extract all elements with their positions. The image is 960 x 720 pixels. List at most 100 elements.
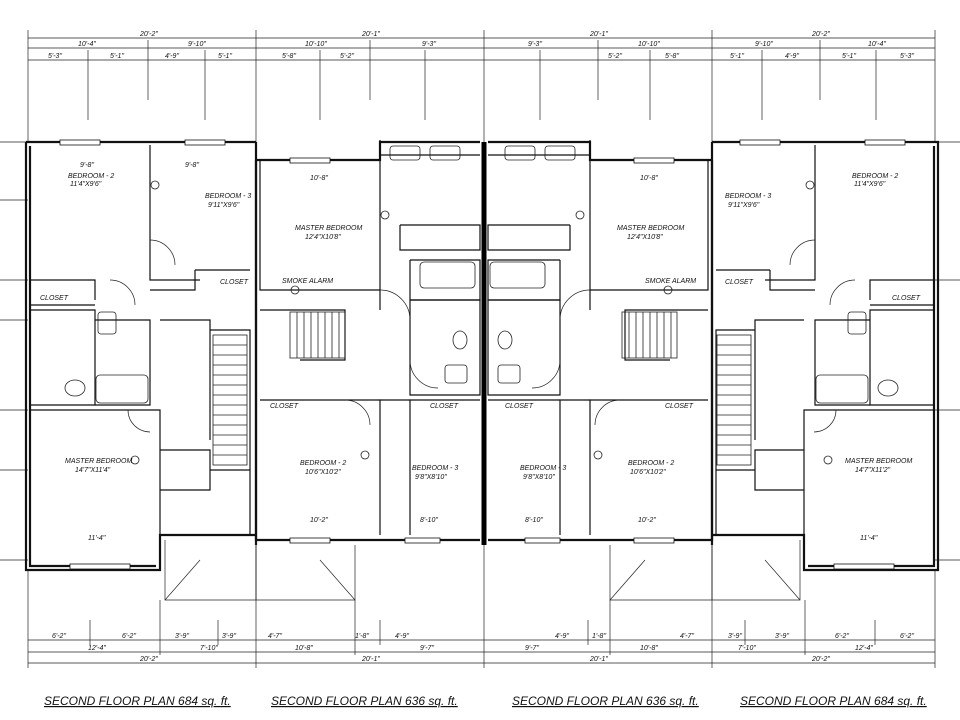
caption-plan-2: SECOND FLOOR PLAN 636 sq. ft. xyxy=(271,694,458,708)
toilet-unit4 xyxy=(847,311,867,335)
dim-bot-row2-10: 4'-7" xyxy=(680,633,694,640)
closet-label-6: CLOSET xyxy=(430,403,459,410)
stair-unit2 xyxy=(289,311,346,359)
stairs xyxy=(212,311,752,466)
room-master-unit4-name: MASTER BEDROOM xyxy=(845,458,912,465)
dim-top-second-2: 9'-10" xyxy=(188,41,206,48)
dim-top-overall-4: 20'-2" xyxy=(811,31,830,38)
dim-top-third-5: 5'-8" xyxy=(282,53,296,60)
dim-bot-row1-1: 12'-4" xyxy=(88,645,106,652)
dim-bot-row2-9: 1'-8" xyxy=(592,633,606,640)
room-bed3-unit4-size: 9'11"X9'6" xyxy=(728,202,760,209)
windows xyxy=(59,139,906,570)
bottom-dimension-lines xyxy=(27,545,936,668)
bathtub-unit4 xyxy=(815,374,869,404)
sink-unit1 xyxy=(64,379,86,397)
room-master-unit3-name: MASTER BEDROOM xyxy=(617,225,684,232)
exterior-walls xyxy=(24,140,940,572)
room-bed2-unit1-name: BEDROOM - 2 xyxy=(68,173,114,180)
dim-bot-overall-2: 20'-1" xyxy=(361,656,380,663)
dim-bot-row1-3: 10'-8" xyxy=(295,645,313,652)
room-bed2-unit4-name: BEDROOM - 2 xyxy=(852,173,898,180)
vanity-unit3a xyxy=(504,145,536,161)
win-dim-4: 10'-8" xyxy=(640,175,658,182)
vanity-unit3b xyxy=(544,145,576,161)
window-dimensions: 9'-8" 9'-8" 10'-8" 10'-8" 11'-4" 11'-4" … xyxy=(80,162,878,542)
dim-bot-row2-1: 6'-2" xyxy=(52,633,66,640)
bottom-dimension-text: 6'-2" 6'-2" 3'-9" 3'-9" 4'-7" 1'-8" 4'-9… xyxy=(52,633,914,663)
dim-top-overall-2: 20'-1" xyxy=(361,31,380,38)
dim-bot-row1-5: 9'-7" xyxy=(525,645,539,652)
room-bed2-unit3-size: 10'6"X10'2" xyxy=(630,469,666,476)
dim-top-second-5: 9'-3" xyxy=(528,41,542,48)
dim-top-third-12: 5'-3" xyxy=(900,53,914,60)
dim-top-third-2: 5'-1" xyxy=(110,53,124,60)
toilet-unit3 xyxy=(497,330,513,350)
dim-bot-row2-3: 3'-9" xyxy=(175,633,189,640)
dim-bot-row2-7: 4'-9" xyxy=(395,633,409,640)
closet-label-8: CLOSET xyxy=(665,403,694,410)
vanity-unit2a xyxy=(389,145,421,161)
room-labels: BEDROOM - 2 11'4"X9'6" BEDROOM - 3 9'11"… xyxy=(40,173,921,481)
dim-top-second-7: 9'-10" xyxy=(755,41,773,48)
dim-bot-row1-7: 7'-10" xyxy=(738,645,756,652)
room-bed2-unit3-name: BEDROOM - 2 xyxy=(628,460,674,467)
room-bed2-unit1-size: 11'4"X9'6" xyxy=(70,181,102,188)
room-bed3-unit4-name: BEDROOM - 3 xyxy=(725,193,771,200)
dim-top-third-8: 5'-8" xyxy=(665,53,679,60)
win-dim-5: 11'-4" xyxy=(88,535,106,542)
sink-unit2 xyxy=(444,364,468,384)
caption-plan-4: SECOND FLOOR PLAN 684 sq. ft. xyxy=(740,694,927,708)
room-bed3-unit3-name: BEDROOM - 3 xyxy=(520,465,566,472)
dim-top-second-3: 10'-10" xyxy=(305,41,327,48)
dim-top-third-6: 5'-2" xyxy=(340,53,354,60)
smoke-alarm-label-1: SMOKE ALARM xyxy=(282,278,333,285)
closet-label-3: CLOSET xyxy=(220,279,249,286)
room-bed3-unit2-name: BEDROOM - 3 xyxy=(412,465,458,472)
stair-unit4 xyxy=(716,334,752,466)
win-dim-6: 11'-4" xyxy=(860,535,878,542)
bathtub-unit2 xyxy=(419,261,476,289)
stair-unit3 xyxy=(621,311,678,359)
dim-top-second-6: 10'-10" xyxy=(638,41,660,48)
dim-bot-row1-4: 9'-7" xyxy=(420,645,434,652)
interior-walls-unit3 xyxy=(487,140,709,535)
bath-fixtures xyxy=(64,145,899,404)
room-bed2-unit2-name: BEDROOM - 2 xyxy=(300,460,346,467)
dim-top-overall-1: 20'-2" xyxy=(139,31,158,38)
room-bed3-unit3-size: 9'8"X8'10" xyxy=(523,474,555,481)
dim-top-second-1: 10'-4" xyxy=(78,41,96,48)
dim-top-third-3: 4'-9" xyxy=(165,53,179,60)
dim-bot-overall-4: 20'-2" xyxy=(811,656,830,663)
door-swings xyxy=(109,239,856,433)
dim-bot-row2-4: 3'-9" xyxy=(222,633,236,640)
dim-bot-row2-13: 6'-2" xyxy=(835,633,849,640)
room-master-unit2-size: 12'4"X10'8" xyxy=(305,234,341,241)
caption-plan-1: SECOND FLOOR PLAN 684 sq. ft. xyxy=(44,694,231,708)
dim-bot-row1-6: 10'-8" xyxy=(640,645,658,652)
closet-label-7: CLOSET xyxy=(505,403,534,410)
interior-walls-unit2 xyxy=(259,140,481,535)
vanity-unit2b xyxy=(429,145,461,161)
dim-top-third-10: 4'-9" xyxy=(785,53,799,60)
interior-walls-unit4 xyxy=(715,145,934,535)
room-master-unit1-size: 14'7"X11'4" xyxy=(75,467,111,474)
dim-bot-row2-5: 4'-7" xyxy=(268,633,282,640)
closet-label-5: CLOSET xyxy=(270,403,299,410)
dim-top-third-1: 5'-3" xyxy=(48,53,62,60)
win-dim-10: 10'-2" xyxy=(638,517,656,524)
sink-unit3 xyxy=(497,364,521,384)
dim-bot-row2-2: 6'-2" xyxy=(122,633,136,640)
room-bed2-unit2-size: 10'6"X10'2" xyxy=(305,469,341,476)
win-dim-1: 9'-8" xyxy=(80,162,94,169)
dim-bot-row2-14: 6'-2" xyxy=(900,633,914,640)
room-bed3-unit2-size: 9'8"X8'10" xyxy=(415,474,447,481)
dim-top-third-11: 5'-1" xyxy=(842,53,856,60)
dim-bot-row1-2: 7'-10" xyxy=(200,645,218,652)
win-dim-9: 8'-10" xyxy=(525,517,543,524)
caption-plan-3: SECOND FLOOR PLAN 636 sq. ft. xyxy=(512,694,699,708)
room-bed3-unit1-name: BEDROOM - 3 xyxy=(205,193,251,200)
win-dim-7: 10'-2" xyxy=(310,517,328,524)
